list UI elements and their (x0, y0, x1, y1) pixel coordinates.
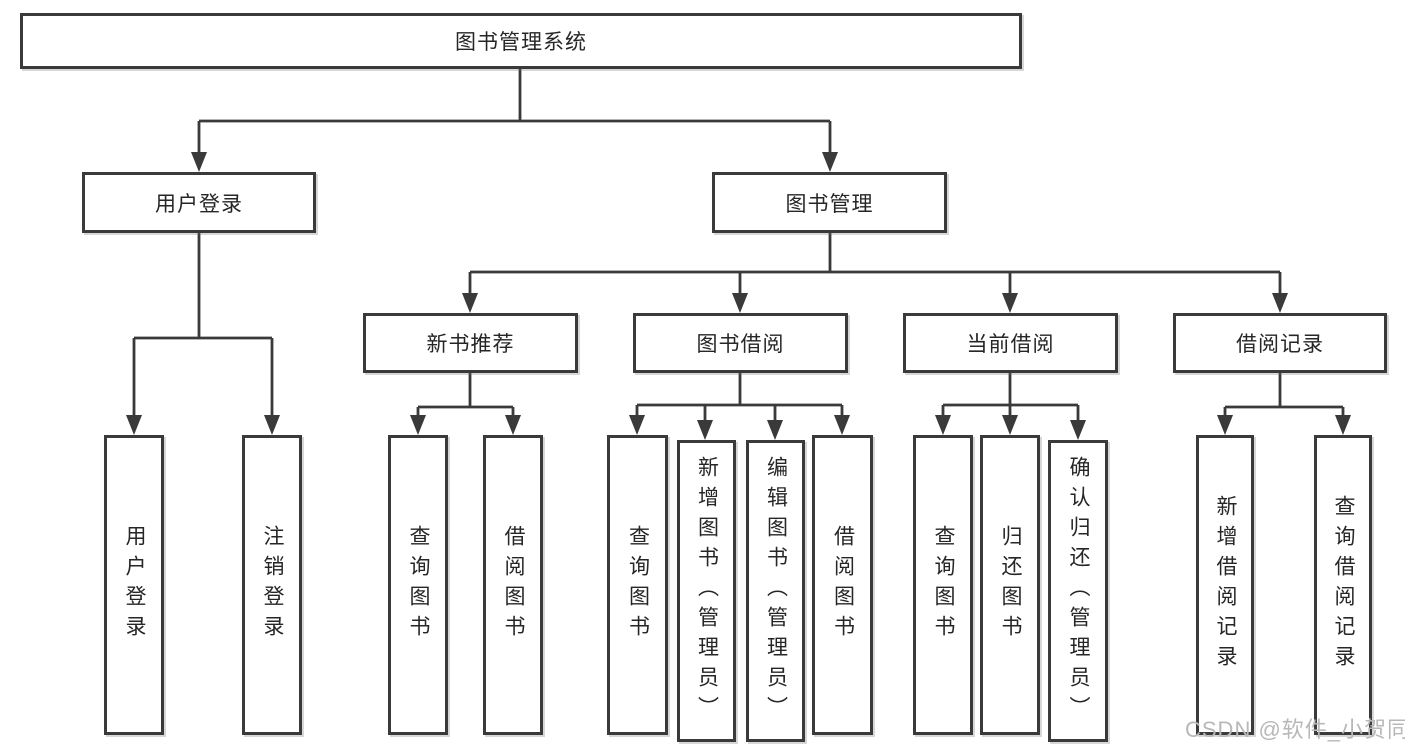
arrowhead-icon (629, 415, 645, 435)
leaf-label: 确认归还（管理员） (1067, 456, 1090, 726)
arrowhead-icon (126, 415, 142, 435)
arrowhead-icon (767, 420, 783, 440)
connector-root-to-level2 (197, 68, 832, 154)
leaf-label: 查询图书 (626, 525, 650, 645)
arrowhead-icon (732, 293, 748, 313)
leaf-logout-login: 注销登录 (242, 435, 302, 735)
connector-new-book-to-leaves (416, 373, 515, 417)
node-label: 图书管理 (785, 192, 874, 216)
connector-book-borrow-to-leaves (635, 373, 844, 422)
node-label: 新书推荐 (426, 333, 515, 356)
leaf-label: 查询图书 (407, 525, 430, 645)
leaf-edit-books-admin: 编辑图书（管理员） (746, 440, 805, 742)
leaf-label: 编辑图书（管理员） (764, 456, 788, 726)
csdn-watermark: CSDN @软件_小贺同学 (1185, 717, 1405, 742)
leaf-label: 新增图书（管理员） (695, 456, 719, 726)
arrowhead-icon (410, 415, 426, 435)
leaf-query-books: 查询图书 (388, 435, 448, 735)
node-label: 图书借阅 (696, 333, 785, 356)
leaf-borrow-books: 借阅图书 (483, 435, 543, 735)
arrowhead-icon (462, 293, 478, 313)
node-label: 借阅记录 (1236, 333, 1324, 356)
leaf-label: 新增借阅记录 (1214, 495, 1237, 675)
node-current-borrowing: 当前借阅 (903, 313, 1118, 373)
arrowhead-icon (1002, 415, 1018, 435)
arrowhead-icon (1217, 415, 1233, 435)
connector-current-borrow-to-leaves (941, 373, 1080, 422)
leaf-query-books: 查询图书 (607, 435, 668, 735)
leaf-add-borrow-record: 新增借阅记录 (1196, 435, 1254, 735)
node-label: 图书管理系统 (455, 31, 587, 54)
arrowhead-icon (264, 415, 280, 435)
node-new-book-recommendation: 新书推荐 (363, 313, 578, 373)
leaf-query-books: 查询图书 (913, 435, 973, 735)
leaf-label: 查询借阅记录 (1332, 495, 1355, 675)
leaf-label: 查询图书 (932, 525, 955, 645)
connector-borrow-records-to-leaves (1223, 373, 1345, 417)
arrowhead-icon (1002, 293, 1018, 313)
leaf-query-borrow-record: 查询借阅记录 (1314, 435, 1372, 735)
node-library-management-system: 图书管理系统 (20, 13, 1022, 69)
leaf-user-login: 用户登录 (104, 435, 164, 735)
arrowhead-icon (1070, 420, 1086, 440)
leaf-return-books: 归还图书 (980, 435, 1040, 735)
arrowhead-icon (697, 420, 713, 440)
arrowhead-icon (1335, 415, 1351, 435)
leaf-label: 借阅图书 (831, 525, 855, 645)
arrowhead-icon (1272, 293, 1288, 313)
leaf-add-books-admin: 新增图书（管理员） (677, 440, 736, 742)
node-label: 当前借阅 (966, 333, 1055, 356)
connector-user-login-to-leaves (132, 233, 274, 417)
arrowhead-icon (191, 152, 207, 172)
leaf-label: 归还图书 (999, 525, 1022, 645)
node-user-login: 用户登录 (82, 172, 316, 233)
arrowhead-icon (505, 415, 521, 435)
arrowhead-icon (935, 415, 951, 435)
arrowhead-icon (822, 152, 838, 172)
node-borrowing-records: 借阅记录 (1173, 313, 1387, 373)
node-label: 用户登录 (155, 192, 243, 216)
leaf-label: 用户登录 (123, 525, 146, 645)
leaf-confirm-return-admin: 确认归还（管理员） (1048, 440, 1108, 742)
node-book-borrowing: 图书借阅 (633, 313, 848, 373)
connector-book-mgmt-to-level3 (468, 233, 1282, 295)
arrowhead-icon (834, 415, 850, 435)
node-book-management: 图书管理 (712, 172, 947, 233)
leaf-label: 注销登录 (261, 525, 284, 645)
leaf-label: 借阅图书 (502, 525, 525, 645)
leaf-borrow-books: 借阅图书 (812, 435, 873, 735)
